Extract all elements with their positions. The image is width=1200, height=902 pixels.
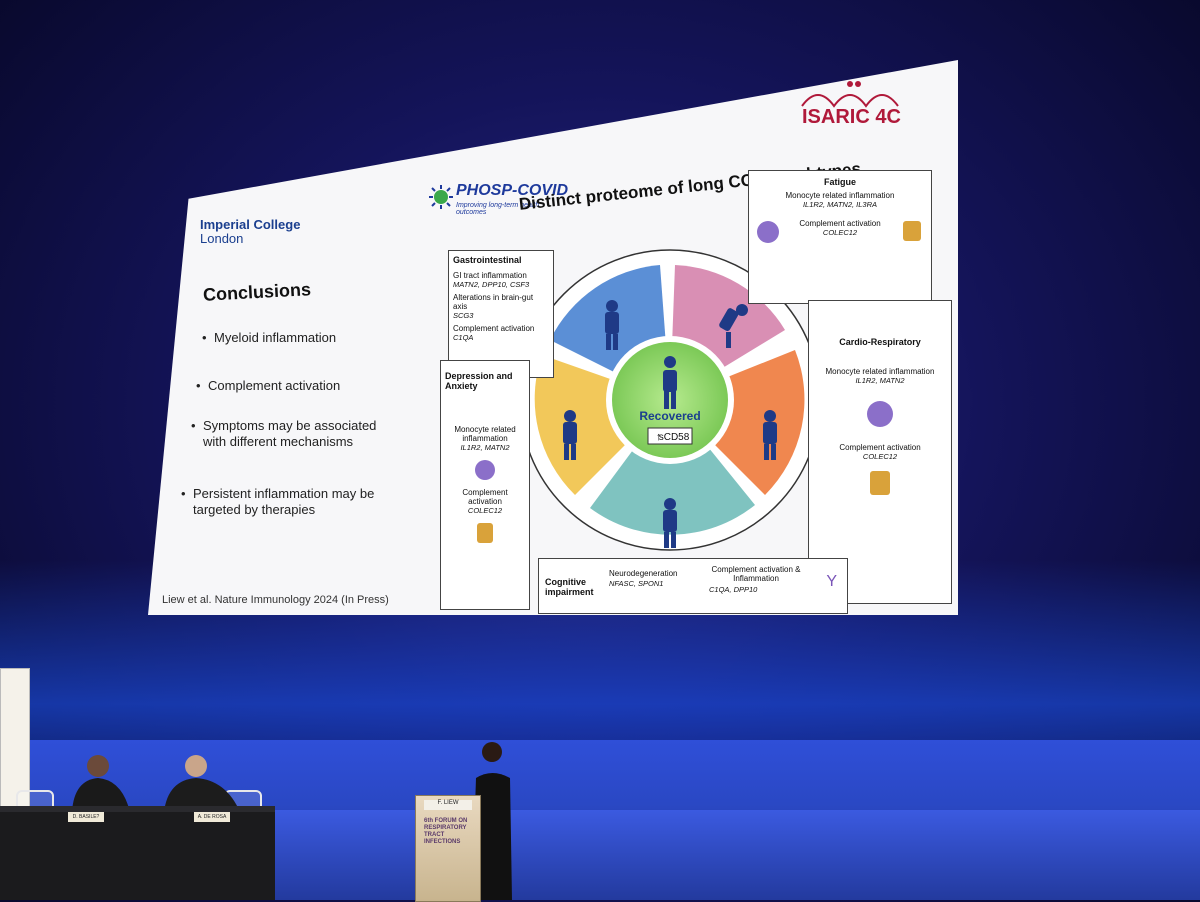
isaric-logo: ISARIC 4C [798,80,908,140]
panel-title: Fatigue [823,177,856,187]
panel-line: Complement activation [453,324,535,333]
panel-line: Complement activation [462,488,508,506]
panel-gastrointestinal: Gastrointestinal GI tract inflammation M… [448,250,554,378]
person-icon [763,410,777,460]
panel-genes: NFASC, SPON1 [609,579,664,588]
center-recovered-circle [612,342,728,458]
center-recovered-label: Recovered [639,409,700,423]
arches-icon [801,81,899,108]
panel-table [0,812,275,900]
virus-icon [429,185,453,209]
panel-title: Cardio-Respiratory [839,337,921,347]
panelist-person-1 [72,755,130,812]
antibody-icon: Y [826,573,837,590]
isaric-text: ISARIC 4C [802,106,901,128]
phosp-covid-logo: PHOSP-COVID Improving long-term health o… [428,178,568,222]
panel-genes: IL1R2, MATN2, IL3RA [802,200,878,209]
speaker-person [472,742,512,900]
panel-cognitive-impairment: Cognitive impairment Neurodegeneration N… [538,558,848,614]
panelist-person-2 [164,755,240,812]
projected-slide: Imperial College London PHOSP-COVID Impr… [148,60,958,615]
person-icon [719,304,748,348]
panel-genes: C1QA, DPP10 [709,585,758,594]
segment-cardio [670,350,805,495]
panel-genes: IL1R2, MATN2 [460,443,510,452]
panel-genes: C1QA [453,333,474,342]
panel-line: Monocyte related inflammation [825,367,935,376]
institution-line-1: Imperial College [200,217,301,232]
person-icon [663,356,677,409]
panel-title: Gastrointestinal [453,255,522,265]
side-banner [0,668,30,810]
person-icon [663,498,677,548]
bullet-item: Symptoms may be associated with differen… [191,418,383,450]
panel-title: Cognitive impairment [545,577,594,597]
complement-icon [870,471,890,495]
institution-line-2: London [200,231,244,246]
panel-fatigue: Fatigue Monocyte related inflammation IL… [748,170,932,304]
phosp-title: PHOSP-COVID [456,182,569,199]
arrow-up-icon: ↑ [656,431,662,443]
panel-genes: COLEC12 [862,452,898,461]
phosp-subtitle: Improving long-term health outcomes [456,202,540,216]
panel-line: GI tract inflammation [453,271,527,280]
bullet-item: Myeloid inflammation [202,330,424,346]
nameplate: A. DE ROSA [194,812,230,822]
panel-genes: COLEC12 [467,506,503,515]
bullet-item: Persistent inflammation may be targeted … [181,486,393,518]
center-marker: sCD58 [659,432,690,443]
complement-icon [477,523,493,543]
nameplate: D. BASILE? [68,812,104,822]
monocyte-icon [757,221,779,243]
podium: F. LIEW 6th FORUM ON RESPIRATORY TRACT I… [415,795,481,902]
bullet-item: Complement activation [196,378,418,394]
segment-cognitive [590,400,755,535]
panel-title: Depression and Anxiety [445,371,513,391]
panel-line: Neurodegeneration [609,569,678,578]
panel-line: Monocyte related inflammation [785,191,895,200]
panel-line: Complement activation & Inflammation [711,565,801,583]
panel-genes: COLEC12 [822,228,858,237]
panel-line: Complement activation [799,219,881,228]
panel-line: Complement activation [839,443,921,452]
panel-cardio-respiratory: Cardio-Respiratory Monocyte related infl… [808,300,952,604]
panel-genes: MATN2, DPP10, CSF3 [453,280,530,289]
panel-genes: IL1R2, MATN2 [855,376,905,385]
panel-line: Monocyte related inflammation [454,425,516,443]
imperial-logo: Imperial College London [200,218,300,246]
monocyte-icon [475,460,495,480]
person-icon [563,410,577,460]
person-icon [605,300,619,350]
monocyte-icon [867,401,893,427]
conclusions-title: Conclusions [202,279,312,305]
panel-line: Alterations in brain-gut axis [453,293,534,311]
panel-table-top [0,806,275,816]
citation: Liew et al. Nature Immunology 2024 (In P… [162,594,389,606]
complement-icon [903,221,921,241]
podium-banner-text: 6th FORUM ON RESPIRATORY TRACT INFECTION… [424,818,468,845]
podium-nameplate: F. LIEW [424,800,472,810]
panel-genes: SCG3 [453,311,474,320]
panel-depression-anxiety: Depression and Anxiety Monocyte related … [440,360,530,610]
